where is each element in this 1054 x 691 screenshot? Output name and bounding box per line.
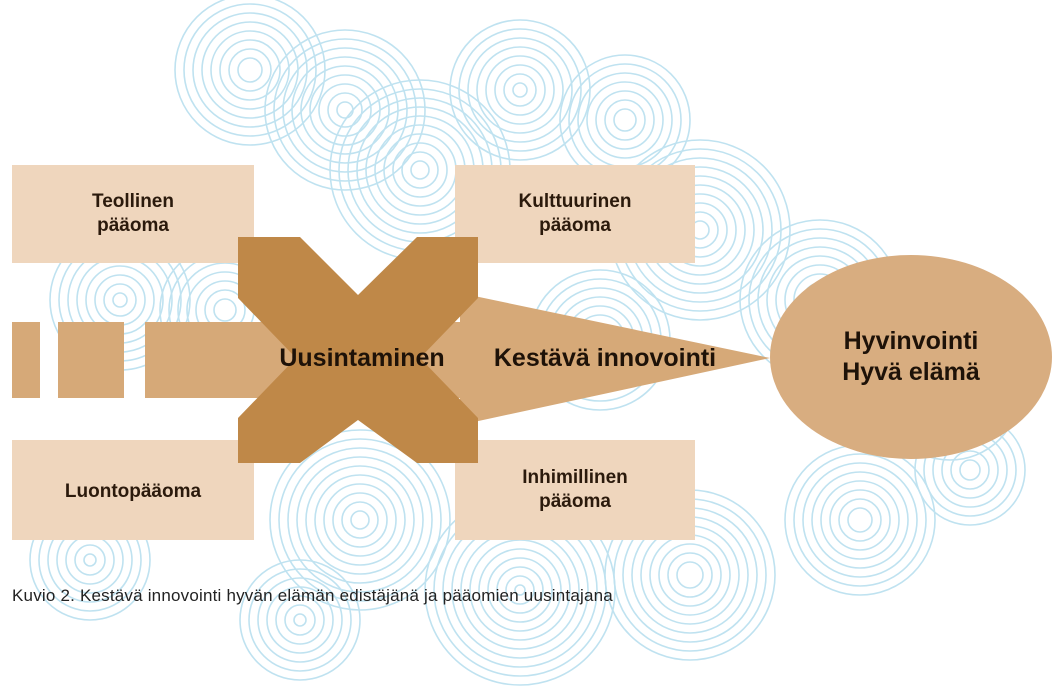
swirl-ring — [192, 12, 308, 128]
swirl-ring — [273, 38, 417, 182]
swirl-ring — [83, 553, 97, 567]
swirl-ring — [300, 65, 390, 155]
goal-ellipse — [770, 255, 1052, 459]
swirl-ring — [476, 46, 564, 134]
swirl-ring — [667, 552, 713, 598]
swirl-ring — [514, 584, 526, 596]
swirl-ring — [401, 151, 439, 189]
swirl-ring — [332, 492, 388, 548]
swirl-ring — [505, 575, 535, 605]
human-capital-line-1: Inhimillinen — [522, 467, 628, 488]
swirl-ring — [210, 30, 290, 110]
swirl-ring — [613, 108, 637, 132]
swirl-ring — [496, 566, 544, 614]
swirl-ring — [237, 57, 263, 83]
cultural-capital-line-1: Kulttuurinen — [518, 191, 632, 212]
swirl-ring — [494, 64, 546, 116]
swirl-ring — [467, 37, 573, 143]
swirl-ring — [341, 501, 379, 539]
box-natural-capital — [12, 440, 254, 540]
natural-capital-line-1: Luontopääoma — [64, 481, 202, 502]
swirl-ring — [392, 142, 448, 198]
box-human-capital — [455, 440, 695, 540]
swirl-ring — [318, 83, 372, 137]
goal-line-1: Hyvinvointi — [843, 327, 979, 355]
swirl-ring — [269, 429, 451, 611]
swirl-ring — [213, 298, 237, 322]
swirl-ring — [323, 483, 397, 557]
swirl-ring — [811, 471, 909, 569]
swirl-ring — [284, 604, 316, 636]
arrow-segment-2 — [58, 322, 124, 398]
swirl-ring — [410, 160, 430, 180]
swirl-ring — [257, 577, 343, 663]
swirl-ring — [266, 586, 334, 654]
natural-capital-label: Luontopääoma — [12, 480, 254, 504]
swirl-ring — [658, 543, 722, 607]
swirl-ring — [103, 283, 137, 317]
swirl-ring — [604, 99, 646, 141]
swirl-ring — [458, 28, 582, 152]
renewal-cross-body — [238, 237, 478, 463]
box-cultural-capital — [455, 165, 695, 263]
swirl-ring — [487, 557, 553, 623]
swirl-ring — [449, 19, 591, 161]
swirl-ring — [327, 92, 363, 128]
innovation-label: Kestävä innovointi — [493, 344, 717, 372]
swirl-ring — [275, 595, 325, 645]
swirl-ring — [264, 29, 426, 191]
swirl-ring — [512, 82, 528, 98]
box-industrial-capital — [12, 165, 254, 263]
industrial-capital-line-1: Teollinen — [92, 191, 174, 212]
renewal-cross — [238, 237, 478, 463]
goal-label: Hyvinvointi Hyvä elämä — [780, 326, 1042, 389]
swirl-ring — [282, 47, 408, 173]
swirl-ring — [793, 453, 927, 587]
swirl-ring — [296, 456, 424, 584]
swirl-ring — [291, 56, 399, 164]
swirl-ring — [820, 480, 900, 560]
swirl-ring — [503, 73, 537, 107]
industrial-capital-label: Teollinen pääoma — [12, 190, 254, 238]
cultural-capital-line-2: pääoma — [539, 214, 611, 236]
human-capital-label: Inhimillinen pääoma — [455, 466, 695, 514]
swirl-ring — [239, 559, 361, 681]
swirl-ring — [829, 489, 891, 551]
figure-caption: Kuvio 2. Kestävä innovointi hyvän elämän… — [12, 586, 613, 605]
human-capital-line-2: pääoma — [539, 490, 611, 512]
swirl-ring — [219, 39, 281, 101]
swirl-ring — [802, 462, 918, 578]
swirl-ring — [478, 548, 562, 632]
goal-line-2: Hyvä elämä — [842, 358, 980, 387]
swirl-ring — [248, 568, 352, 672]
renewal-label: Uusintaminen — [279, 344, 445, 372]
swirl-ring — [314, 474, 406, 566]
swirl-ring — [485, 55, 555, 125]
swirl-ring — [676, 561, 704, 589]
swirl-ring — [278, 438, 442, 602]
swirl-ring — [183, 3, 317, 137]
swirl-ring — [112, 292, 128, 308]
cultural-capital-label: Kulttuurinen pääoma — [455, 190, 695, 238]
swirl-ring — [950, 450, 990, 490]
swirl-ring — [847, 507, 873, 533]
swirl-ring — [287, 447, 433, 593]
swirl-ring — [586, 81, 664, 159]
swirl-ring — [293, 613, 307, 627]
swirl-ring — [838, 498, 882, 542]
arrow-segment-1 — [12, 322, 40, 398]
swirl-ring — [595, 90, 655, 150]
swirl-ring — [228, 48, 272, 92]
swirl-ring — [959, 459, 981, 481]
swirl-ring — [74, 544, 106, 576]
swirl-ring — [305, 465, 415, 575]
swirl-ring — [350, 510, 370, 530]
industrial-capital-line-2: pääoma — [97, 214, 169, 236]
